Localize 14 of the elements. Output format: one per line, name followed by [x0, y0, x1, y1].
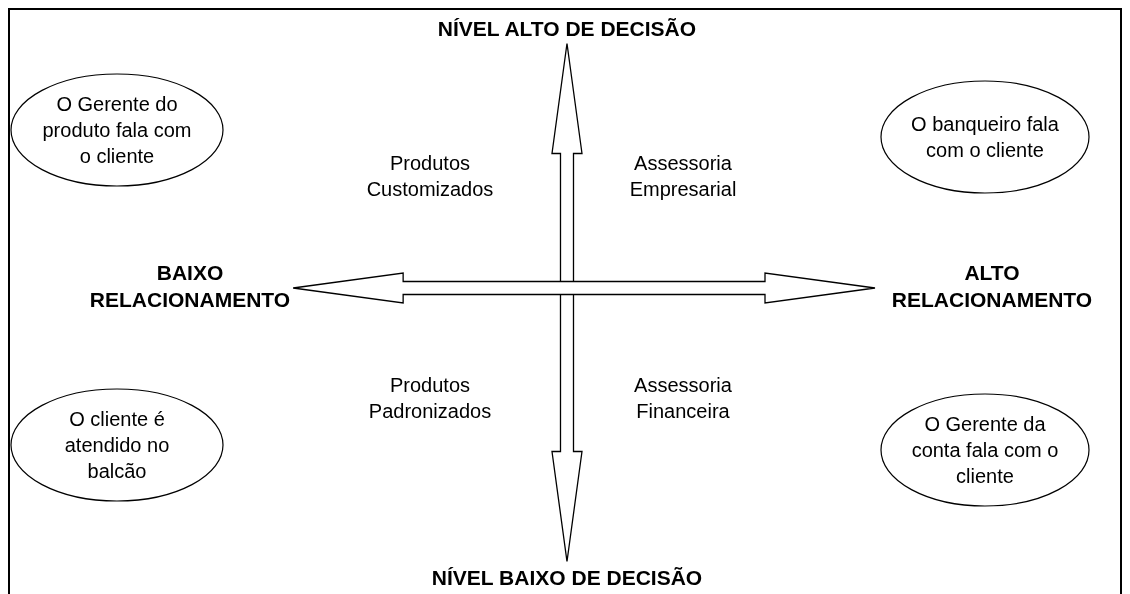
- quadrant-label: Produtos Padronizados: [367, 373, 493, 424]
- axis-label: NÍVEL BAIXO DE DECISÃO: [431, 564, 703, 591]
- quadrant-label: Assessoria Financeira: [633, 373, 733, 424]
- ellipse-text: O Gerente da conta fala com o cliente: [910, 412, 1060, 489]
- double-arrow: [551, 42, 583, 563]
- axis-label: ALTO RELACIONAMENTO: [890, 260, 1094, 313]
- ellipse-text: O banqueiro fala com o cliente: [910, 112, 1060, 163]
- double-arrow: [292, 272, 876, 304]
- ellipse-text: O cliente é atendido no balcão: [63, 407, 171, 484]
- quadrant-label: Assessoria Empresarial: [628, 151, 738, 202]
- axis-label: NÍVEL ALTO DE DECISÃO: [437, 15, 697, 42]
- axis-label: BAIXO RELACIONAMENTO: [89, 260, 291, 313]
- quadrant-label: Produtos Customizados: [365, 151, 495, 202]
- ellipse-text: O Gerente do produto fala com o cliente: [42, 92, 192, 169]
